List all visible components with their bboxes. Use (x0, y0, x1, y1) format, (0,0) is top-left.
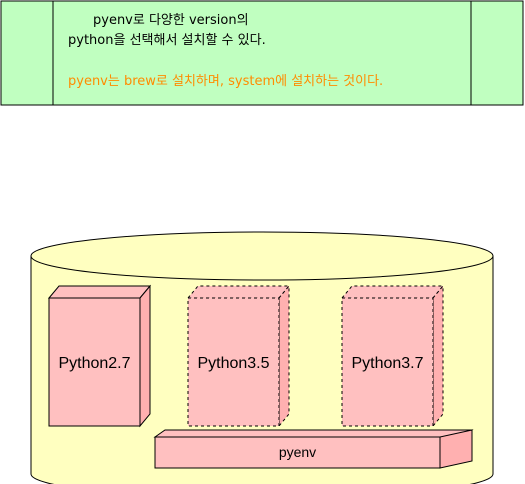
python35-box-side (278, 284, 290, 428)
note-line-3: pyenv는 brew로 설치하며, system에 설치하는 것이다. (68, 74, 383, 89)
python35-label: Python3.5 (197, 355, 269, 372)
cylinder-top (30, 231, 494, 281)
python35-box-front (187, 297, 280, 427)
python37-box-side (432, 284, 444, 428)
python27-box-top (47, 285, 152, 299)
pyenv-bar-top (153, 429, 474, 438)
note-line-2: python을 선택해서 설치할 수 있다. (68, 33, 266, 48)
python37-box-top (340, 285, 445, 299)
python27-box: Python2.7 (47, 284, 152, 428)
pyenv-label: pyenv (279, 444, 316, 460)
note-block: pyenv로 다양한 version의 python을 선택해서 설치할 수 있… (0, 0, 524, 106)
note-body (52, 0, 472, 106)
pyenv-bar-side (439, 429, 473, 469)
python35-box-top (186, 285, 291, 299)
python37-label: Python3.7 (351, 355, 423, 372)
python35-box: Python3.5 (186, 284, 291, 428)
python37-box-front (341, 297, 434, 427)
python27-box-front (48, 297, 141, 427)
python27-box-side (139, 284, 151, 428)
pyenv-bar: pyenv (153, 429, 474, 469)
pyenv-bar-front (154, 436, 441, 469)
note-line-1: pyenv로 다양한 version의 (93, 13, 249, 28)
note-left-margin (0, 0, 54, 106)
python37-box: Python3.7 (340, 284, 445, 428)
python27-label: Python2.7 (58, 355, 130, 372)
note-right-margin (470, 0, 524, 106)
